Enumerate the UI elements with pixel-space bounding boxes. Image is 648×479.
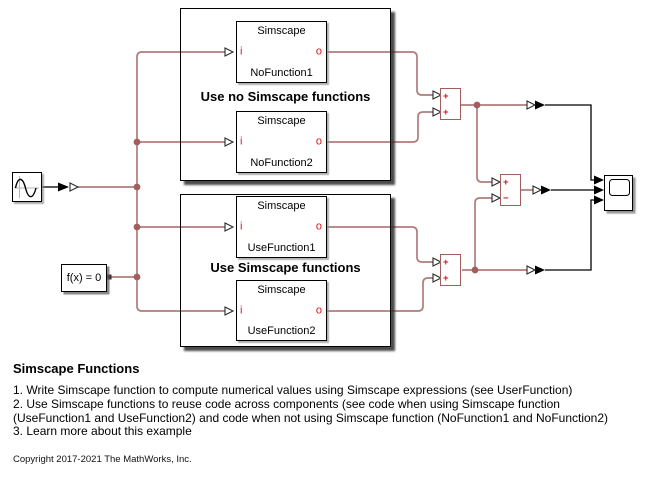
component-header: Simscape [257,284,306,296]
subsystem-use-simscape-functions[interactable]: Use Simscape functions [180,194,391,347]
component-header: Simscape [257,115,306,127]
component-block-nofunction2[interactable]: Simscape i o NoFunction2 [236,111,327,173]
wire-converter1-to-scope [545,104,594,181]
sum-sign: + [443,91,449,102]
signal-wires[interactable] [42,104,594,271]
sum2-input-port-icon [491,177,502,187]
arrow-icon [535,100,545,110]
signal-arrowheads [58,100,604,275]
scope-input-arrow-icon [594,185,604,195]
solver-port-nub [106,274,112,280]
component-block-usefunction1[interactable]: Simscape i o UseFunction1 [236,196,327,258]
solver-label: f(x) = 0 [66,272,102,284]
output-port-label: o [315,45,322,58]
junction-dot [133,223,141,231]
component-block-usefunction2[interactable]: Simscape i o UseFunction2 [236,280,327,341]
component-block-nofunction1[interactable]: Simscape i o NoFunction1 [236,21,327,83]
subtract-block[interactable]: + − [500,174,521,206]
wire-sum1-to-sum2 [476,105,492,183]
sine-wave-icon [14,176,39,198]
input-port-label: i [240,45,243,58]
simulink-ps-converter-icon [69,182,80,192]
notes-line: 1. Write Simscape function to compute nu… [13,383,573,397]
arrow-icon [535,265,545,275]
input-port-label: i [240,135,243,148]
sum-block-top[interactable]: + + [440,88,461,120]
sum1-input-port-icon [432,107,443,117]
wire-nofunction2-to-sum1 [327,111,433,143]
sum-block-bottom[interactable]: + + [440,254,461,286]
output-port-label: o [315,135,322,148]
ps-simulink-converter-icon [526,265,537,275]
wire-usefunction1-to-sum3 [327,226,433,263]
component-name: NoFunction2 [250,157,313,169]
wire-sum3-to-sum2 [474,197,492,270]
copyright-text: Copyright 2017-2021 The MathWorks, Inc. [13,454,192,465]
component-name: UseFunction1 [247,242,316,254]
sum1-input-port-icon [432,90,443,100]
component-name: UseFunction2 [247,325,316,337]
junction-dot [471,266,479,274]
scope-display-icon [608,179,630,196]
wire-nofunction1-to-sum1 [327,51,433,96]
input-port-icon [224,137,235,147]
input-port-label: i [240,220,243,233]
component-header: Simscape [257,25,306,37]
input-port-icon [224,306,235,316]
output-port-label: o [315,304,322,317]
arrow-icon [541,185,551,195]
junction-dot [133,273,141,281]
notes-body: 1. Write Simscape function to compute nu… [13,383,645,439]
output-port-label: o [315,220,322,233]
wire-usefunction2-to-sum3 [327,277,433,312]
arrow-icon [58,182,69,192]
sum3-input-port-icon [432,257,443,267]
sum3-input-port-icon [432,273,443,283]
notes-title: Simscape Functions [13,361,140,376]
sum-sign: + [443,272,449,284]
junction-dot [473,101,481,109]
component-name: NoFunction1 [250,67,313,79]
subsystem-use-no-simscape-functions[interactable]: Use no Simscape functions [180,8,391,181]
trunk-wire [136,51,225,312]
subsystem-title: Use Simscape functions [210,260,361,275]
junction-dot [133,138,141,146]
notes-line: 2. Use Simscape functions to reuse code … [13,396,560,411]
scope-block[interactable] [604,175,633,211]
sum-sign: + [443,257,449,268]
sum-sign: + [443,106,449,118]
ps-simulink-converter-icon [526,100,537,110]
sum-sign: + [503,177,509,188]
input-port-icon [224,47,235,57]
input-port-icon [224,222,235,232]
ps-simulink-converter-icon [532,185,543,195]
notes-line: 3. Learn more about this example [13,424,192,439]
junction-dot [133,183,141,191]
scope-input-arrow-icon [594,195,604,205]
port-triangles [69,47,543,316]
subsystem-title: Use no Simscape functions [200,89,371,104]
sine-wave-block[interactable] [12,172,42,202]
wire-converter3-to-scope [545,199,594,271]
scope-input-arrow-icon [594,175,604,185]
solver-configuration-block[interactable]: f(x) = 0 [61,264,107,292]
notes-line: (UseFunction1 and UseFunction2) and code… [13,410,609,425]
sum-sign: − [503,192,509,204]
sum2-input-port-icon [491,193,502,203]
input-port-label: i [240,304,243,317]
junction-dots [133,101,481,281]
component-header: Simscape [257,200,306,212]
